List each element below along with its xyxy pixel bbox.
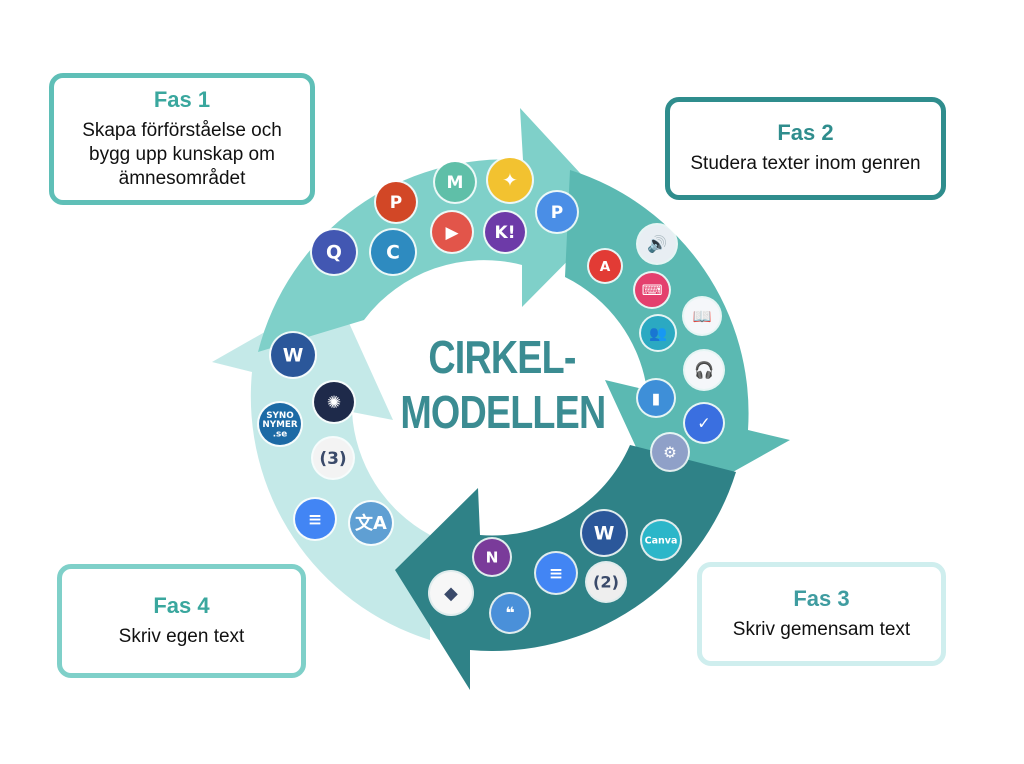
svg-text:Q: Q — [326, 243, 342, 264]
puzzle-icon: ✦ — [486, 156, 534, 204]
speaker-icon: 🔊 — [636, 223, 678, 265]
canva-icon: Canva — [640, 519, 682, 561]
sharing-people-icon: 👥 — [639, 314, 677, 352]
svg-text:⚙: ⚙ — [663, 443, 677, 461]
svg-text:≡: ≡ — [549, 564, 563, 584]
padlet-icon: P — [535, 190, 579, 234]
phase-4-box: Fas 4 Skriv egen text — [57, 564, 306, 678]
phase-4-text: Skriv egen text — [118, 625, 245, 647]
phase-4-title: Fas 4 — [153, 592, 210, 618]
phase-2-title: Fas 2 — [777, 120, 834, 146]
svg-text:W: W — [594, 524, 615, 545]
svg-text:👥: 👥 — [649, 326, 667, 342]
svg-text:⌨: ⌨ — [642, 283, 663, 299]
svg-text:文A: 文A — [355, 512, 387, 534]
phase-3-box: Fas 3 Skriv gemensam text — [697, 562, 946, 666]
center-title: CIRKEL- MODELLEN — [400, 330, 606, 440]
quizlet-icon: Q — [310, 228, 358, 276]
phase-3-text: Skriv gemensam text — [732, 618, 911, 640]
center-title-line1: CIRKEL- — [428, 331, 576, 383]
svg-text:(3): (3) — [319, 449, 346, 469]
svg-text:W: W — [283, 346, 304, 367]
mindmeister-icon: M — [433, 160, 477, 204]
word-icon: W — [580, 509, 628, 557]
svg-text:🎧: 🎧 — [694, 361, 714, 380]
play-video-icon: ▶ — [430, 210, 474, 254]
svg-text:P: P — [551, 203, 563, 223]
svg-text:SYNO: SYNO — [266, 411, 294, 421]
phase2-arrow — [565, 170, 790, 510]
quote-notes-icon: ❝ — [489, 592, 531, 634]
svg-text:.se: .se — [273, 429, 288, 439]
svg-text:✓: ✓ — [697, 414, 711, 433]
origami-bird-icon: ◆ — [428, 570, 474, 616]
svg-text:📖: 📖 — [692, 307, 711, 325]
chart-icon: ▮ — [636, 378, 676, 418]
ctrlc-icon: C — [369, 228, 417, 276]
onenote-icon: N — [472, 537, 512, 577]
phase-1-text: Skapa förförståelse och bygg upp kunskap… — [82, 119, 282, 190]
word-icon: W — [269, 331, 317, 379]
center-title-line2: MODELLEN — [400, 386, 606, 439]
audiobook-icon: 🎧 — [683, 349, 725, 391]
checkbox-icon: ✓ — [683, 402, 725, 444]
kahoot-icon: K! — [483, 210, 527, 254]
svg-text:▶: ▶ — [445, 223, 459, 243]
phase-3-title: Fas 3 — [793, 585, 850, 611]
spelling-speaker-icon: (3) — [311, 436, 355, 480]
svg-text:◆: ◆ — [444, 583, 458, 604]
google-docs-icon: ≡ — [534, 551, 578, 595]
svg-text:C: C — [386, 243, 400, 264]
gear-cluster-icon: ⚙ — [650, 432, 690, 472]
svg-text:K!: K! — [495, 223, 516, 243]
phase-1-box: Fas 1 Skapa förförståelse och bygg upp k… — [49, 73, 315, 205]
svg-text:▮: ▮ — [652, 389, 660, 407]
svg-text:P: P — [390, 193, 402, 213]
powerpoint-icon: P — [374, 180, 418, 224]
svg-text:M: M — [447, 173, 464, 193]
phase-1-title: Fas 1 — [153, 86, 211, 112]
read-aloud-book-icon: 📖 — [682, 296, 722, 336]
svg-text:❝: ❝ — [505, 604, 514, 623]
svg-text:N: N — [486, 548, 499, 566]
phase-2-text: Studera texter inom genren — [690, 153, 921, 175]
svg-text:≡: ≡ — [308, 510, 322, 530]
google-docs-icon: ≡ — [293, 497, 337, 541]
svg-text:(2): (2) — [593, 573, 619, 592]
keyboard-icon: ⌨ — [633, 271, 671, 309]
svg-text:A: A — [600, 259, 611, 275]
phase-2-box: Fas 2 Studera texter inom genren — [665, 97, 946, 200]
svg-text:🔊: 🔊 — [647, 234, 667, 255]
svg-text:✺: ✺ — [327, 393, 341, 413]
spelling-speaker-icon: (2) — [585, 561, 627, 603]
svg-text:Canva: Canva — [645, 535, 678, 546]
svg-text:NYMER: NYMER — [262, 420, 298, 430]
svg-text:✦: ✦ — [502, 171, 518, 192]
translate-icon: 文A — [348, 500, 394, 546]
academy-seal-icon: ✺ — [312, 380, 356, 424]
acrobat-icon: A — [587, 248, 623, 284]
